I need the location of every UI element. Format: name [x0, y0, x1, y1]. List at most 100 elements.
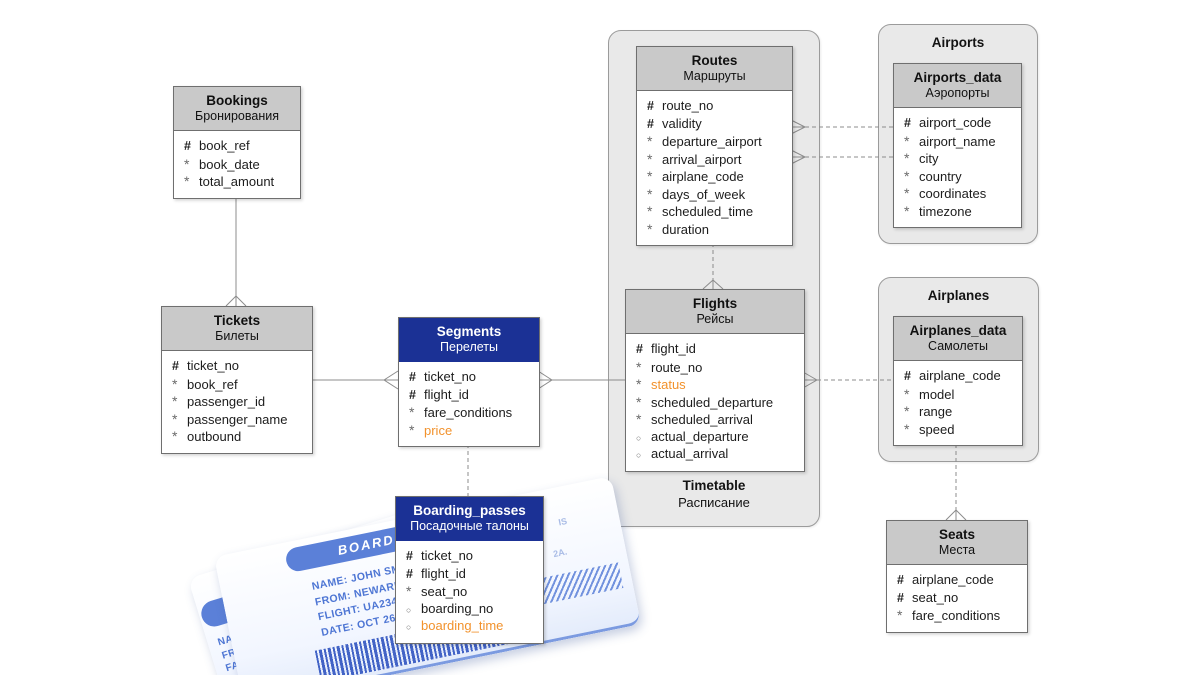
entity-title: Segments — [436, 324, 502, 339]
attribute-name: city — [919, 151, 939, 166]
entity-title: Airports_data — [913, 70, 1002, 85]
entity-subtitle: Билеты — [215, 329, 259, 343]
attribute-name: fare_conditions — [912, 608, 1001, 623]
attribute-row: *route_no — [636, 359, 796, 377]
attribute-name: airport_name — [919, 133, 996, 149]
attribute-row: #airport_code — [904, 115, 1013, 133]
pk-glyph: # — [406, 549, 413, 563]
attribute-row: * airplane_code — [647, 168, 784, 186]
required-glyph: * — [904, 132, 910, 149]
attribute-name: book_ref — [199, 138, 250, 153]
pk-glyph: # — [647, 116, 654, 131]
pk-glyph: # — [904, 116, 911, 130]
required-glyph: * — [904, 167, 910, 184]
attribute-row: *status — [636, 376, 796, 394]
entity-boarding-passes: Boarding_passes Посадочные талоны #ticke… — [395, 496, 544, 644]
attribute-name: speed — [919, 421, 955, 437]
required-glyph: * — [636, 411, 642, 427]
attribute-row: #airplane_code — [897, 572, 1019, 590]
entity-subtitle: Маршруты — [683, 69, 746, 83]
attribute-row: # ticket_no — [409, 369, 531, 387]
required-glyph: * — [636, 393, 642, 410]
attribute-row: *arrival_airport — [647, 151, 784, 169]
attribute-name: range — [919, 404, 953, 419]
entity-header: Airplanes_data Самолеты — [894, 317, 1022, 361]
entity-segments: Segments Перелеты #ticket_no #flight_id … — [398, 317, 540, 447]
entity-airplanes-data: Airplanes_data Самолеты #airplane_code *… — [893, 316, 1023, 446]
attribute-name: actual_arrival — [651, 446, 729, 461]
attribute-name: boarding_no — [421, 600, 494, 616]
attribute-name: country — [919, 168, 962, 184]
attribute-name: duration — [662, 221, 709, 237]
attribute-name: seat_no — [912, 589, 959, 605]
required-glyph: * — [647, 150, 653, 167]
pk-glyph: # — [184, 139, 191, 153]
entity-header: Bookings Бронирования — [174, 87, 300, 131]
attribute-row: * country — [904, 168, 1013, 186]
attribute-name: passenger_id — [187, 394, 266, 409]
entity-header: Boarding_passes Посадочные талоны — [396, 497, 543, 541]
entity-flights: Flights Рейсы # flight_id *route_no *stat… — [625, 289, 805, 472]
required-glyph: * — [184, 155, 190, 172]
attribute-row: *outbound — [172, 428, 304, 446]
attribute-row: #flight_id — [409, 387, 531, 405]
attribute-row: #ticket_no — [406, 548, 535, 566]
attribute-row: #validity — [647, 116, 784, 134]
pk-glyph: # — [904, 369, 911, 383]
crowfoot-segments-left — [383, 370, 399, 390]
entity-title: Tickets — [213, 313, 261, 328]
attribute-name: timezone — [919, 203, 972, 219]
attribute-row: *coordinates — [904, 185, 1013, 203]
entity-attributes: #ticket_no #flight_id *fare_conditions *… — [399, 362, 539, 446]
entity-header: Routes Маршруты — [637, 47, 792, 91]
attribute-row: *passenger_id — [172, 393, 304, 411]
required-glyph: * — [647, 168, 653, 184]
entity-title: Boarding_passes — [413, 503, 526, 518]
required-glyph: * — [172, 375, 178, 392]
entity-header: Segments Перелеты — [399, 318, 539, 362]
attribute-row: *scheduled_departure — [636, 394, 796, 412]
required-glyph: * — [904, 202, 910, 219]
attribute-row: *scheduled_time — [647, 203, 784, 221]
entity-subtitle: Посадочные талоны — [410, 519, 529, 533]
group-title: Timetable — [682, 478, 746, 493]
attribute-row: ○boarding_no — [406, 601, 535, 619]
entity-title: Bookings — [206, 93, 268, 108]
attribute-row: *book_date — [184, 156, 292, 174]
pk-glyph: # — [897, 590, 904, 605]
required-glyph: * — [904, 385, 910, 402]
crowfoot-segments-right — [537, 370, 553, 390]
required-glyph: * — [904, 185, 910, 201]
pk-glyph: # — [636, 342, 643, 356]
pk-glyph: # — [647, 99, 654, 113]
entity-airports-data: Airports_data Аэропорты #airport_code *a… — [893, 63, 1022, 228]
attribute-row: * speed — [904, 421, 1014, 439]
optional-glyph: ○ — [636, 432, 642, 443]
required-glyph: * — [172, 410, 178, 427]
attribute-name: ticket_no — [424, 369, 477, 384]
attribute-name: model — [919, 386, 955, 402]
attribute-row: ○actual_departure — [636, 429, 796, 447]
entity-subtitle: Рейсы — [696, 312, 734, 326]
required-glyph: * — [172, 428, 178, 444]
entity-header: Flights Рейсы — [626, 290, 804, 334]
entity-attributes: #ticket_no #flight_id *seat_no ○boarding… — [396, 541, 543, 643]
required-glyph: * — [406, 583, 412, 599]
required-glyph: * — [904, 420, 910, 437]
attribute-row: *days_of_week — [647, 186, 784, 204]
attribute-row: *scheduled_arrival — [636, 411, 796, 429]
attribute-row: *price — [409, 422, 531, 440]
attribute-name: flight_id — [651, 341, 696, 356]
required-glyph: * — [636, 376, 642, 392]
pk-glyph: # — [406, 566, 413, 581]
attribute-name: scheduled_time — [662, 204, 754, 219]
entity-tickets: Tickets Билеты #ticket_no *book_ref *pas… — [161, 306, 313, 454]
attribute-row: * timezone — [904, 203, 1013, 221]
attribute-name: airplane_code — [662, 169, 744, 184]
attribute-row: *departure_airport — [647, 133, 784, 151]
pk-glyph: # — [409, 370, 416, 384]
entity-attributes: #airplane_code #seat_no *fare_conditions — [887, 565, 1027, 632]
attribute-row: *city — [904, 150, 1013, 168]
